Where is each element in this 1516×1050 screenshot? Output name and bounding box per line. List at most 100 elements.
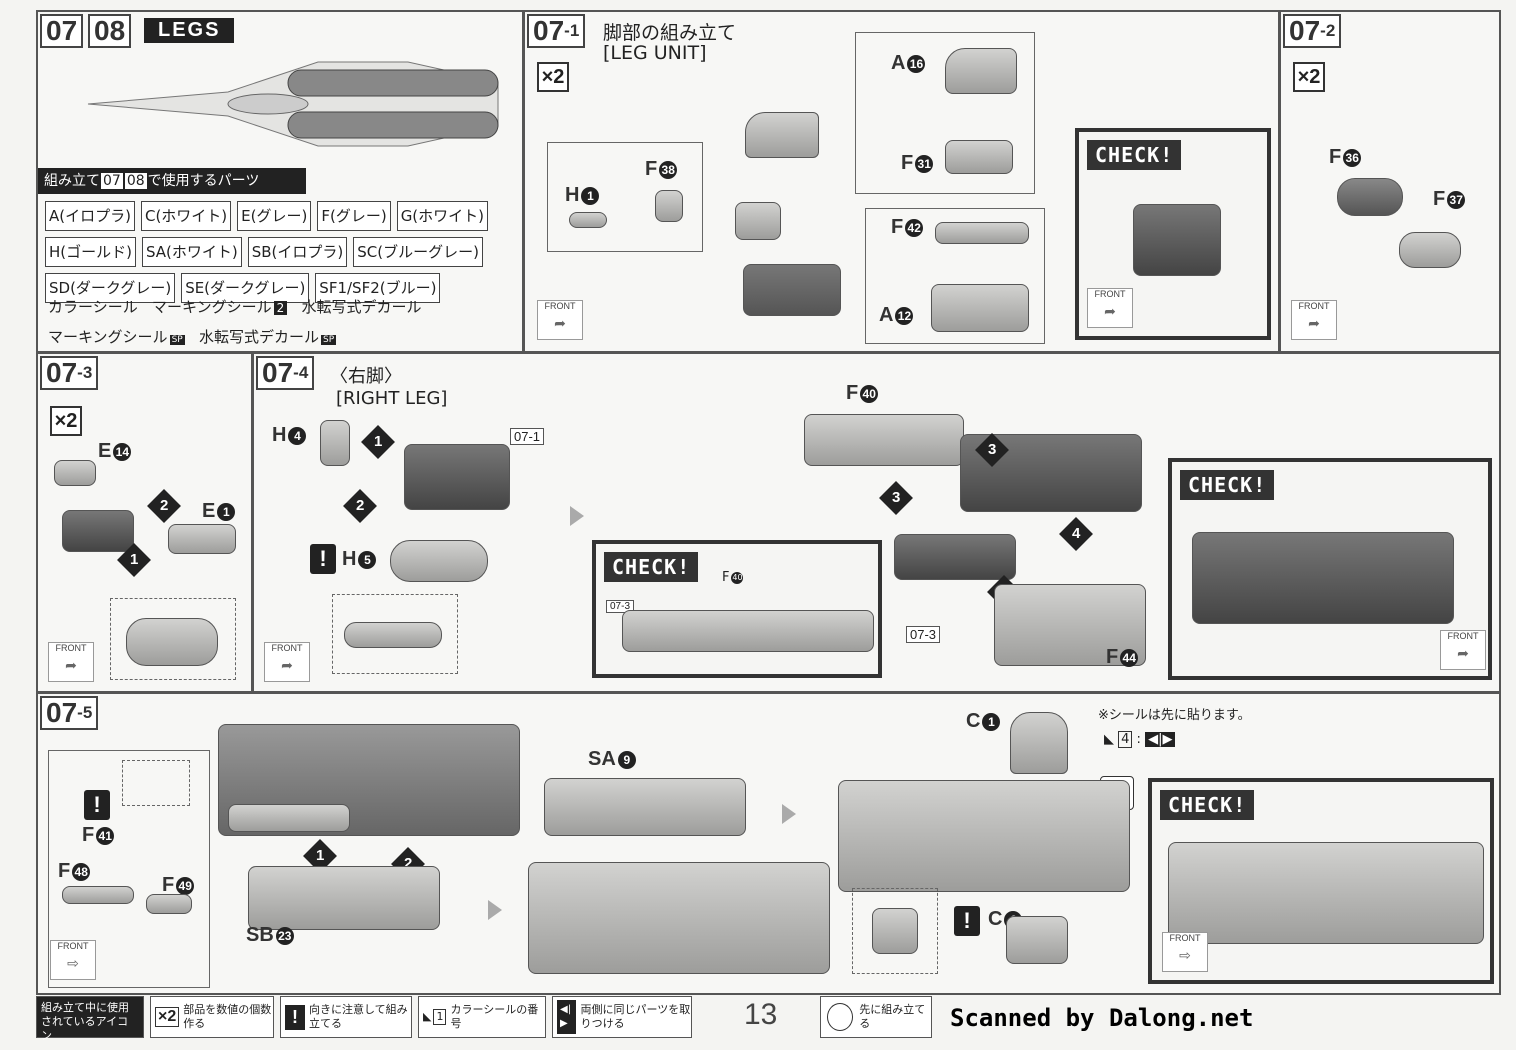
part-e14	[54, 460, 96, 486]
part-e1	[168, 524, 236, 554]
part-f40	[804, 414, 964, 466]
legend-color-seal: ◣ 1 カラーシールの番号	[418, 996, 546, 1038]
runner-sc: SC(ブルーグレー)	[353, 237, 483, 267]
parts-runner-list: A(イロプラ)C(ホワイト)E(グレー)F(グレー)G(ホワイト) H(ゴールド…	[42, 198, 512, 306]
step-07-4-title-jp: 〈右脚〉	[330, 366, 402, 387]
step-marker-2: 2	[343, 489, 377, 523]
runner-g: G(ホワイト)	[396, 201, 489, 231]
next-arrow	[570, 506, 584, 526]
runner-se: SE(ダークグレー)	[181, 273, 310, 303]
runner-a: A(イロプラ)	[45, 201, 135, 231]
front-indicator: FRONT⇨	[50, 940, 96, 980]
check-leg-unit-preview	[1133, 204, 1221, 276]
subassembly-box-f42	[865, 208, 1045, 344]
part-h5	[390, 540, 488, 582]
subassembly-box-a16	[855, 32, 1035, 194]
runner-e: E(グレー)	[237, 201, 312, 231]
runner-f: F(グレー)	[317, 201, 391, 231]
part-a16	[945, 48, 1017, 94]
caution-icon: !	[84, 790, 110, 820]
runner-sf: SF1/SF2(ブルー)	[315, 273, 441, 303]
part-f42	[935, 222, 1029, 244]
part-sb23	[248, 866, 440, 930]
part-sa9	[544, 778, 746, 836]
part-leg-assembly-mid	[528, 862, 830, 974]
runner-h: H(ゴールド)	[45, 237, 136, 267]
detail-c6-shape	[872, 908, 918, 954]
front-indicator: FRONT⇨	[1162, 932, 1208, 972]
part-c1	[1010, 712, 1068, 774]
step-07-3-badge: 07-3	[40, 356, 99, 390]
qty-x2-icon: ×2	[1293, 62, 1325, 92]
part-leg-assembly-final	[838, 780, 1130, 892]
front-indicator: FRONT➦	[264, 642, 310, 682]
ref-07-3-tag: 07-3	[906, 626, 941, 643]
detail-part	[126, 618, 218, 666]
check-leg-final-preview	[1168, 842, 1484, 944]
part-rail	[228, 804, 350, 832]
seal-icon: ◣	[423, 1010, 432, 1023]
scanner-credit: Scanned by Dalong.net	[950, 1004, 1254, 1032]
legend-pre-assemble: 先に組み立てる	[820, 996, 932, 1038]
icon-legend-title: 組み立て中に使用されているアイコン	[36, 996, 144, 1042]
seal-number: ◣ 4 : ◀|▶	[1104, 731, 1176, 748]
step-07-badge: 07	[40, 14, 84, 48]
step-07-5-badge: 07-5	[40, 696, 99, 730]
front-indicator: FRONT➦	[1291, 300, 1337, 340]
page-number: 13	[744, 998, 778, 1031]
aircraft-top-view-illustration	[87, 61, 499, 147]
legend-qty-x2: ×2 部品を数値の個数作る	[150, 996, 274, 1038]
step-07-2-badge: 07-2	[1283, 14, 1342, 48]
part-f48	[62, 886, 134, 904]
qty-x2-icon: ×2	[537, 62, 569, 92]
step-08-badge: 08	[88, 14, 132, 48]
part-h1	[569, 212, 607, 228]
front-indicator: FRONT➦	[1087, 288, 1133, 328]
front-indicator: FRONT➦	[537, 300, 583, 340]
front-indicator: FRONT➦	[48, 642, 94, 682]
subassembly-box-f41	[48, 750, 210, 988]
part-a12	[931, 284, 1029, 332]
runner-sb: SB(イロプラ)	[247, 237, 348, 267]
step-marker-1: 1	[361, 425, 395, 459]
part-knee-joint	[735, 202, 781, 240]
detail-part-h5	[344, 622, 442, 648]
subassembly-box-h1	[547, 142, 703, 252]
part-f37	[1399, 232, 1461, 268]
part-leg-unit	[404, 444, 510, 510]
step-07-4-badge: 07-4	[256, 356, 315, 390]
detail-box	[852, 888, 938, 974]
qty-x2-icon: ×2	[155, 1007, 180, 1027]
detail-box	[122, 760, 190, 806]
legs-title: LEGS	[144, 18, 235, 43]
part-f49	[146, 894, 192, 914]
check-label: CHECK!	[1180, 470, 1275, 500]
step-marker-3: 3	[879, 481, 913, 515]
part-c6	[1006, 916, 1068, 964]
front-indicator: FRONT➦	[1440, 630, 1486, 670]
ref-07-3-tag: 07-3	[606, 600, 635, 613]
step-07-1-title-en: [LEG UNIT]	[603, 42, 707, 64]
step-marker-2: 2	[147, 489, 181, 523]
part-f31	[945, 140, 1013, 174]
step-marker-4: 4	[1059, 517, 1093, 551]
step-07-4-title-en: [RIGHT LEG]	[336, 388, 448, 409]
seal-note: ※シールは先に貼ります。	[1098, 708, 1251, 723]
legend-caution: ! 向きに注意して組み立てる	[280, 996, 412, 1038]
check-box-07-5: CHECK! FRONT⇨	[1148, 778, 1494, 984]
ref-07-1-tag: 07-1	[510, 428, 545, 445]
runner-sa: SA(ホワイト)	[141, 237, 242, 267]
